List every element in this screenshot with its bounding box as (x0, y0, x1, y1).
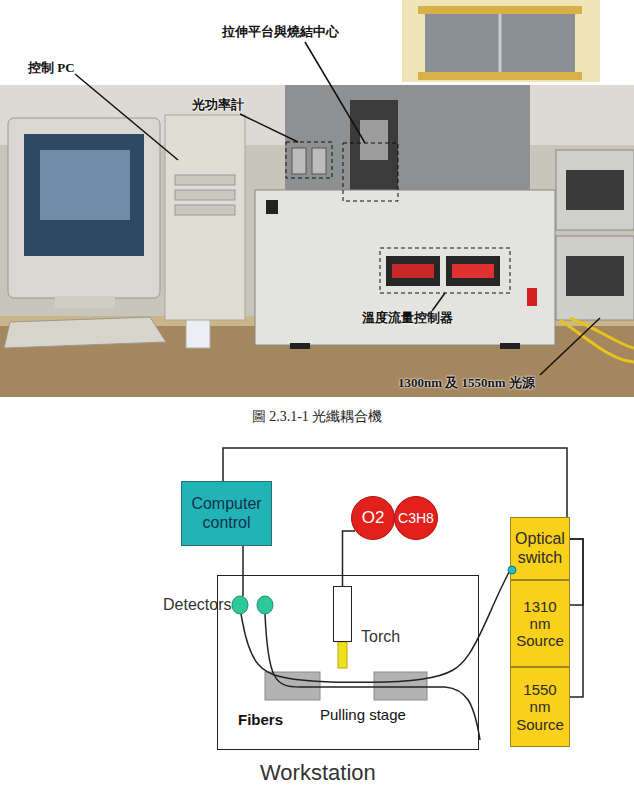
detector-pair: Detectors (230, 595, 276, 615)
light-source-box: 1550 nm Source (510, 667, 570, 747)
drive-bay (175, 175, 235, 185)
photo-annotation: 控制 PC (28, 60, 75, 76)
fiber-spool (425, 12, 575, 74)
connector-line (241, 570, 510, 682)
dashed-callout-box (343, 143, 398, 201)
fiber-port (508, 566, 516, 574)
cylinder-circle (395, 497, 438, 540)
node-label: Torch (361, 628, 400, 646)
figure-caption: 圖 2.3.1-1 光纖耦合機 (0, 409, 634, 426)
machine-foot (500, 343, 520, 349)
connector-line (570, 539, 583, 605)
node-label: Detectors (163, 596, 231, 614)
spool-rim (418, 72, 582, 80)
leader-line (540, 318, 600, 375)
light-source-unit (556, 236, 634, 320)
gas-cylinder: C3H8 (394, 496, 438, 540)
panel-logo (266, 200, 278, 214)
node-text: Optical switch (511, 530, 569, 567)
fiber-cable (570, 318, 634, 348)
detector-symbol (232, 596, 248, 614)
power-switch (527, 288, 537, 306)
spool-rim (418, 6, 582, 14)
node-text: Computer control (182, 495, 271, 532)
leader-line (432, 293, 445, 311)
dashed-callout-box (380, 248, 510, 293)
power-meter (292, 148, 306, 174)
photo-annotation: 光功率計 (192, 97, 244, 113)
cup (186, 318, 210, 348)
node-text: O2 (362, 508, 385, 528)
part-label: Fibers (238, 711, 283, 729)
pulling-stage-block (374, 672, 427, 700)
spool-stripe (499, 12, 502, 74)
detector-symbol (257, 596, 273, 614)
monitor-case (8, 118, 160, 298)
monitor-screen (24, 134, 144, 256)
keyboard (4, 317, 166, 348)
node-text: 1550 nm Source (511, 681, 569, 733)
switch-box: Optical switch (510, 517, 570, 580)
pulling-stage-photo (350, 100, 398, 200)
dashed-callout-box (286, 142, 332, 178)
connector-line (570, 539, 583, 697)
display (386, 256, 440, 286)
torch: Torch (333, 586, 352, 642)
monitor-stand (55, 296, 115, 308)
photo-annotation: 溫度流量控制器 (362, 310, 453, 326)
machine-foot (290, 343, 310, 349)
drive-bay (175, 205, 235, 215)
light-source-unit (556, 150, 634, 230)
leader-line (240, 114, 298, 142)
power-meter (312, 148, 326, 174)
photo-annotation: 拉伸平台與燒結中心 (222, 24, 339, 40)
photo-background (0, 85, 634, 397)
drive-bay (175, 190, 235, 200)
unit-panel (566, 170, 624, 210)
spool-photo (402, 0, 600, 82)
display-digits (452, 264, 494, 278)
pc-tower (165, 115, 245, 320)
connector-line (242, 546, 244, 596)
node-text: C3H8 (398, 510, 434, 526)
fiber-cable (560, 320, 634, 362)
part-label: Pulling stage (320, 706, 406, 724)
connector-line (223, 448, 567, 517)
torch-mount (360, 120, 388, 160)
display (446, 256, 500, 286)
display-digits (392, 264, 434, 278)
optical-fiber (265, 614, 480, 740)
leader-line (75, 74, 178, 160)
node-label: Workstation (260, 760, 376, 785)
unit-panel (566, 256, 624, 296)
gas-cylinder: O2 (351, 496, 395, 540)
connector-line (343, 531, 356, 586)
screen-window (40, 150, 130, 220)
torch-flame (338, 642, 347, 668)
control-box: Computer control (181, 481, 272, 546)
leader-line (305, 42, 365, 143)
light-source-box: 1310 nm Source (510, 580, 570, 667)
node-text: 1310 nm Source (511, 598, 569, 650)
front-panel (255, 190, 555, 345)
photo-annotation: 1300nm 及 1550nm 光源 (398, 375, 535, 391)
cylinder-circle (352, 497, 395, 540)
